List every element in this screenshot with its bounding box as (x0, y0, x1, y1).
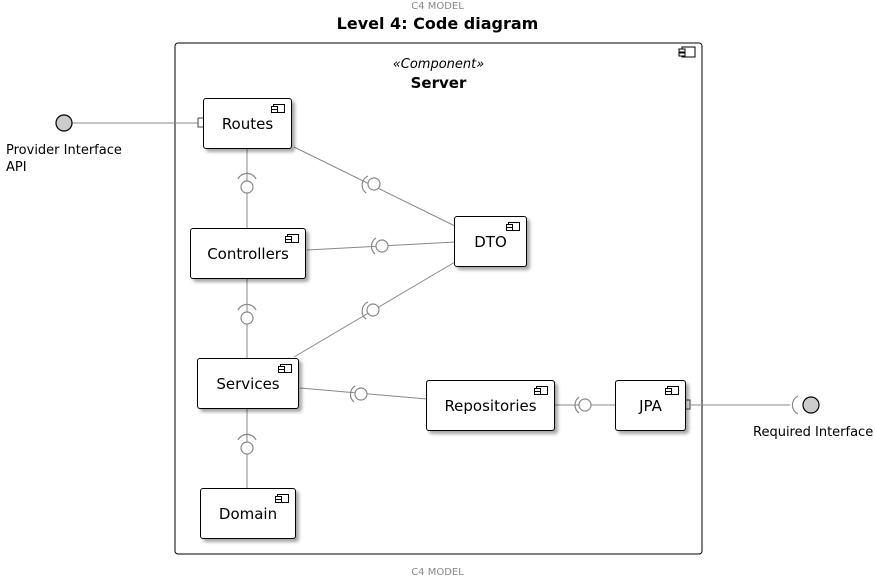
repositories-component[interactable]: Repositories (426, 380, 555, 431)
required-interface-socket (791, 395, 799, 415)
controllers-dto-socket (370, 237, 389, 255)
component-icon (285, 234, 299, 243)
jpa-label: JPA (639, 396, 662, 415)
controllers-services-socket (237, 303, 257, 325)
services-repositories-socket (349, 385, 368, 403)
services-dto-socket (361, 301, 380, 320)
services-component[interactable]: Services (197, 358, 299, 409)
server-container-component-icon (678, 46, 696, 58)
page-header: C4 MODEL (411, 1, 464, 12)
controllers-component[interactable]: Controllers (190, 228, 306, 279)
routes-dto-socket (361, 175, 381, 194)
required-interface-circle (802, 396, 820, 414)
routes-component[interactable]: Routes (203, 98, 292, 149)
page-footer: C4 MODEL (411, 567, 464, 578)
repositories-jpa-socket (574, 396, 592, 414)
component-icon (534, 386, 548, 395)
component-icon (665, 386, 679, 395)
jpa-component[interactable]: JPA (615, 380, 686, 431)
server-stereotype: «Component» (392, 57, 485, 72)
component-icon (506, 222, 520, 231)
provider-interface-line2: API (6, 160, 27, 175)
controllers-label: Controllers (207, 244, 289, 263)
diagram-title: Level 4: Code diagram (336, 14, 539, 33)
provider-interface-line1: Provider Interface (6, 143, 122, 158)
required-interface-label: Required Interface (753, 425, 874, 440)
provider-interface-label: Provider Interface API (6, 142, 122, 176)
dto-label: DTO (474, 232, 507, 251)
server-name: Server (410, 74, 467, 92)
services-domain-socket (237, 433, 257, 455)
component-icon (278, 364, 292, 373)
component-icon (271, 104, 285, 113)
repositories-label: Repositories (444, 396, 537, 415)
server-container-box (174, 42, 703, 555)
routes-label: Routes (221, 114, 274, 133)
services-label: Services (216, 374, 280, 393)
domain-label: Domain (218, 504, 278, 523)
routes-controllers-socket (237, 172, 257, 194)
provider-interface-circle (55, 114, 73, 132)
dto-component[interactable]: DTO (454, 216, 527, 267)
domain-component[interactable]: Domain (200, 488, 296, 539)
component-icon (275, 494, 289, 503)
